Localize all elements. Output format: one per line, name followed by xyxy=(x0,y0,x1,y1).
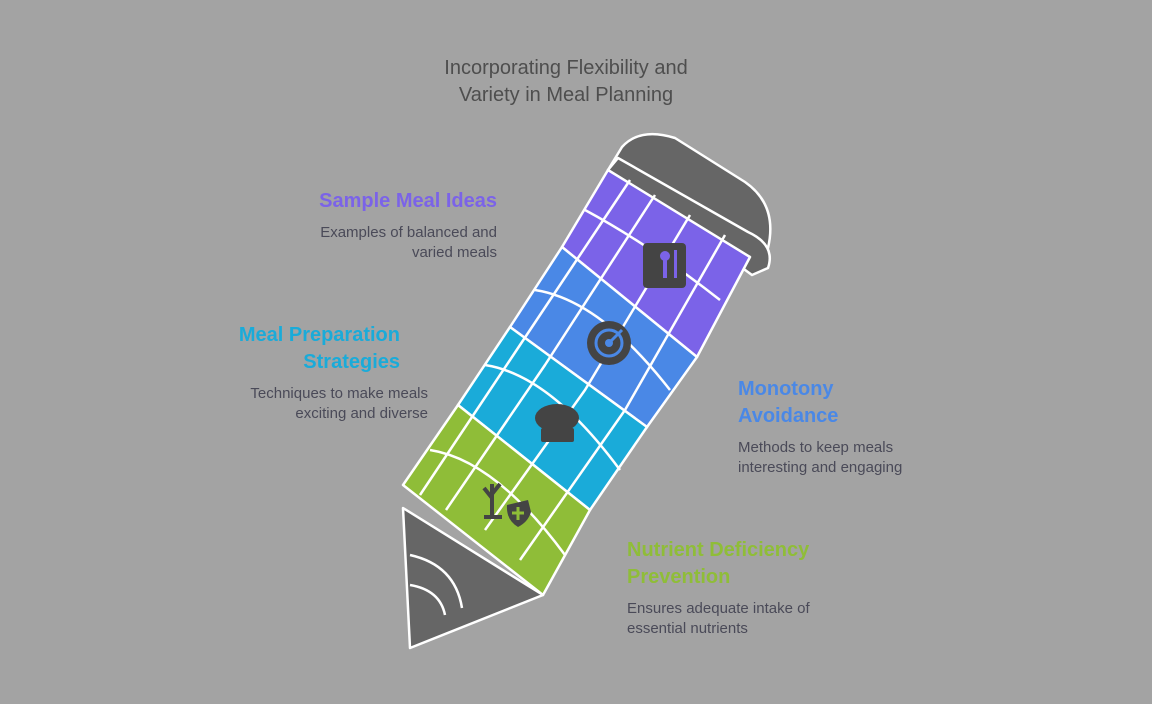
item-description: Examples of balanced and varied meals xyxy=(319,223,497,263)
item-description: Techniques to make meals exciting and div… xyxy=(239,384,428,424)
heading-line: Prevention xyxy=(627,566,731,588)
item-heading: Sample Meal Ideas xyxy=(319,190,497,212)
title-line: Variety in Meal Planning xyxy=(458,84,674,106)
item-description: Methods to keep meals interesting and eng… xyxy=(738,438,902,478)
desc-line: interesting and engaging xyxy=(738,459,903,476)
radar-target-icon xyxy=(587,321,631,365)
pencil-tip xyxy=(401,506,545,650)
title-line: Incorporating Flexibility and xyxy=(444,57,688,79)
desc-line: essential nutrients xyxy=(627,620,748,637)
desc-line: varied meals xyxy=(411,244,497,261)
heading-line: Strategies xyxy=(303,351,400,373)
desc-line: Methods to keep meals xyxy=(738,439,894,456)
heading-line: Meal Preparation xyxy=(238,324,400,346)
desc-line: Ensures adequate intake of xyxy=(627,600,810,617)
desc-line: exciting and diverse xyxy=(295,405,428,422)
item-sample-meal-ideas: Sample Meal Ideas Examples of balanced a… xyxy=(319,188,497,263)
chef-hat-icon xyxy=(535,404,579,442)
diagram-title: Incorporating Flexibility and Variety in… xyxy=(366,55,766,109)
recipe-book-utensils-icon xyxy=(643,243,686,288)
plant-health-shield-icon xyxy=(482,482,531,527)
desc-line: Techniques to make meals xyxy=(250,385,428,402)
heading-line: Avoidance xyxy=(738,405,839,427)
item-description: Ensures adequate intake of essential nutr… xyxy=(627,599,810,639)
heading-line: Monotony xyxy=(738,378,834,400)
desc-line: Examples of balanced and xyxy=(320,224,497,241)
heading-line: Nutrient Deficiency xyxy=(627,539,810,561)
